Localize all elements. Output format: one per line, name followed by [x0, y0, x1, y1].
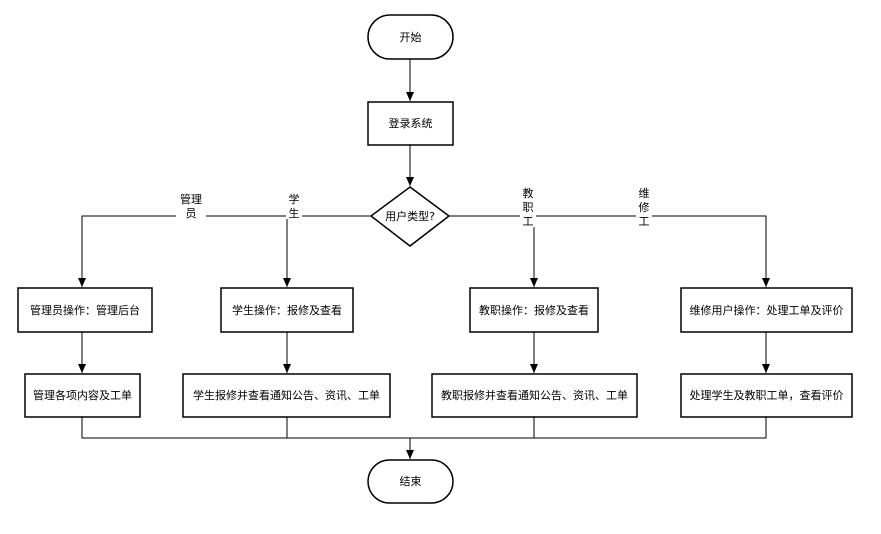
edge-merge-right [410, 417, 767, 439]
start-label: 开始 [400, 30, 422, 44]
edge-label-student-line2: 生 [289, 206, 300, 220]
edge-labels: 管理 员 学 生 教 职 工 维 修 工 [176, 185, 652, 228]
student-detail-node: 学生报修并查看通知公告、资讯、工单 [182, 373, 391, 418]
edge-decision-repair [449, 215, 770, 287]
edge-label-repair-line3: 工 [639, 215, 650, 228]
repair-detail-label: 处理学生及教职工单，查看评价 [690, 388, 844, 402]
user-type-decision: 用户类型? [369, 186, 451, 247]
edge-merge-left [81, 417, 410, 439]
staff-detail-node: 教职报修并查看通知公告、资讯、工单 [431, 373, 638, 418]
login-node: 登录系统 [367, 101, 454, 146]
edge-label-repair-line1: 维 [639, 187, 650, 200]
admin-action-label: 管理员操作：管理后台 [30, 303, 140, 317]
edge-decision-admin [78, 215, 371, 287]
edge-label-staff-line2: 职 [523, 201, 534, 214]
staff-action-label: 教职操作：报修及查看 [479, 303, 589, 317]
edge-label-admin-line2: 员 [186, 207, 197, 220]
edge-label-staff-line1: 教 [523, 187, 534, 200]
end-node: 结束 [367, 459, 454, 504]
start-node: 开始 [367, 14, 454, 60]
edge-label-staff-line3: 工 [523, 215, 534, 228]
connectors [78, 59, 770, 459]
repair-action-label: 维修用户操作：处理工单及评价 [690, 303, 844, 317]
student-action-node: 学生操作：报修及查看 [220, 287, 354, 333]
staff-detail-label: 教职报修并查看通知公告、资讯、工单 [441, 388, 628, 402]
student-action-label: 学生操作：报修及查看 [232, 303, 342, 317]
admin-detail-node: 管理各项内容及工单 [24, 373, 141, 418]
repair-detail-node: 处理学生及教职工单，查看评价 [680, 373, 853, 418]
repair-action-node: 维修用户操作：处理工单及评价 [680, 287, 853, 333]
edge-label-admin-line1: 管理 [180, 192, 202, 206]
admin-detail-label: 管理各项内容及工单 [33, 388, 132, 402]
decision-label: 用户类型? [385, 209, 435, 223]
edge-label-repair-line2: 修 [639, 200, 650, 214]
student-detail-label: 学生报修并查看通知公告、资讯、工单 [193, 388, 380, 402]
login-label: 登录系统 [389, 116, 433, 130]
admin-action-node: 管理员操作：管理后台 [17, 287, 153, 333]
staff-action-node: 教职操作：报修及查看 [469, 287, 599, 333]
edge-label-student-line1: 学 [289, 192, 300, 206]
end-label: 结束 [400, 475, 422, 488]
